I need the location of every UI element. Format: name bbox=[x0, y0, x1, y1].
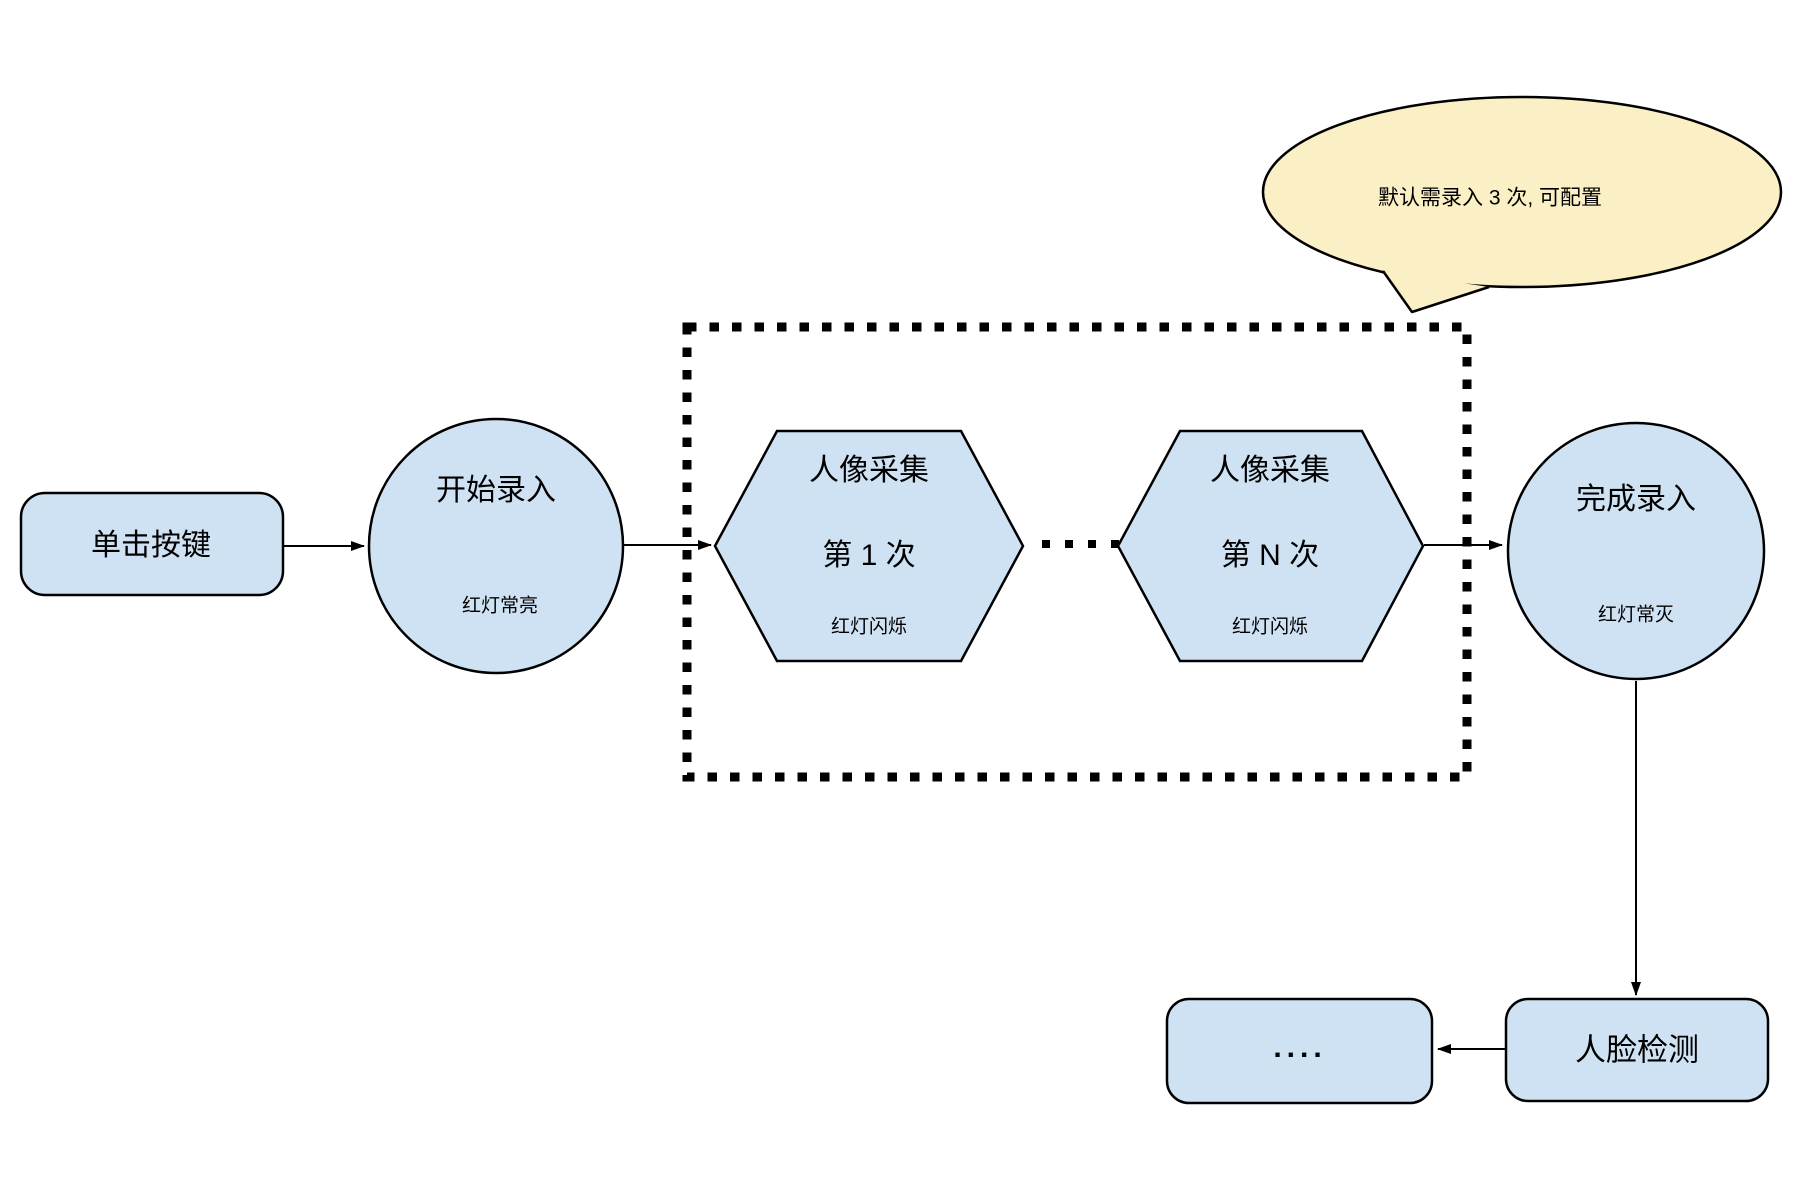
face-detect-shape bbox=[1504, 997, 1770, 1103]
face-detect-label: 人脸检测 bbox=[1575, 1032, 1699, 1068]
capture-first-title: 人像采集 bbox=[809, 454, 929, 487]
callout-bubble bbox=[1261, 95, 1783, 289]
capture-nth-hexagon bbox=[1116, 429, 1425, 663]
click-button-label: 单击按键 bbox=[91, 529, 211, 562]
done-title: 完成录入 bbox=[1576, 483, 1696, 516]
start-circle bbox=[367, 417, 625, 675]
callout-text: 默认需录入 3 次, 可配置 bbox=[1377, 186, 1603, 210]
capture-first-subtitle: 红灯闪烁 bbox=[830, 616, 908, 638]
more-steps-label: .... bbox=[1273, 1031, 1327, 1064]
capture-group-dotted-border bbox=[682, 322, 1472, 782]
done-subtitle: 红灯常灭 bbox=[1597, 604, 1675, 626]
capture-nth-title: 人像采集 bbox=[1210, 454, 1330, 487]
done-circle bbox=[1506, 421, 1766, 681]
click-button-shape bbox=[19, 491, 285, 597]
callout-bubble-tail bbox=[1381, 270, 1490, 314]
capture-first-count: 第 1 次 bbox=[822, 539, 916, 572]
continuation-dots bbox=[1042, 540, 1119, 548]
more-steps-shape bbox=[1165, 997, 1434, 1105]
capture-nth-count: 第 N 次 bbox=[1220, 539, 1320, 572]
capture-first-hexagon bbox=[713, 429, 1025, 663]
start-subtitle: 红灯常亮 bbox=[461, 595, 539, 617]
start-title: 开始录入 bbox=[436, 474, 556, 507]
capture-nth-subtitle: 红灯闪烁 bbox=[1231, 616, 1309, 638]
